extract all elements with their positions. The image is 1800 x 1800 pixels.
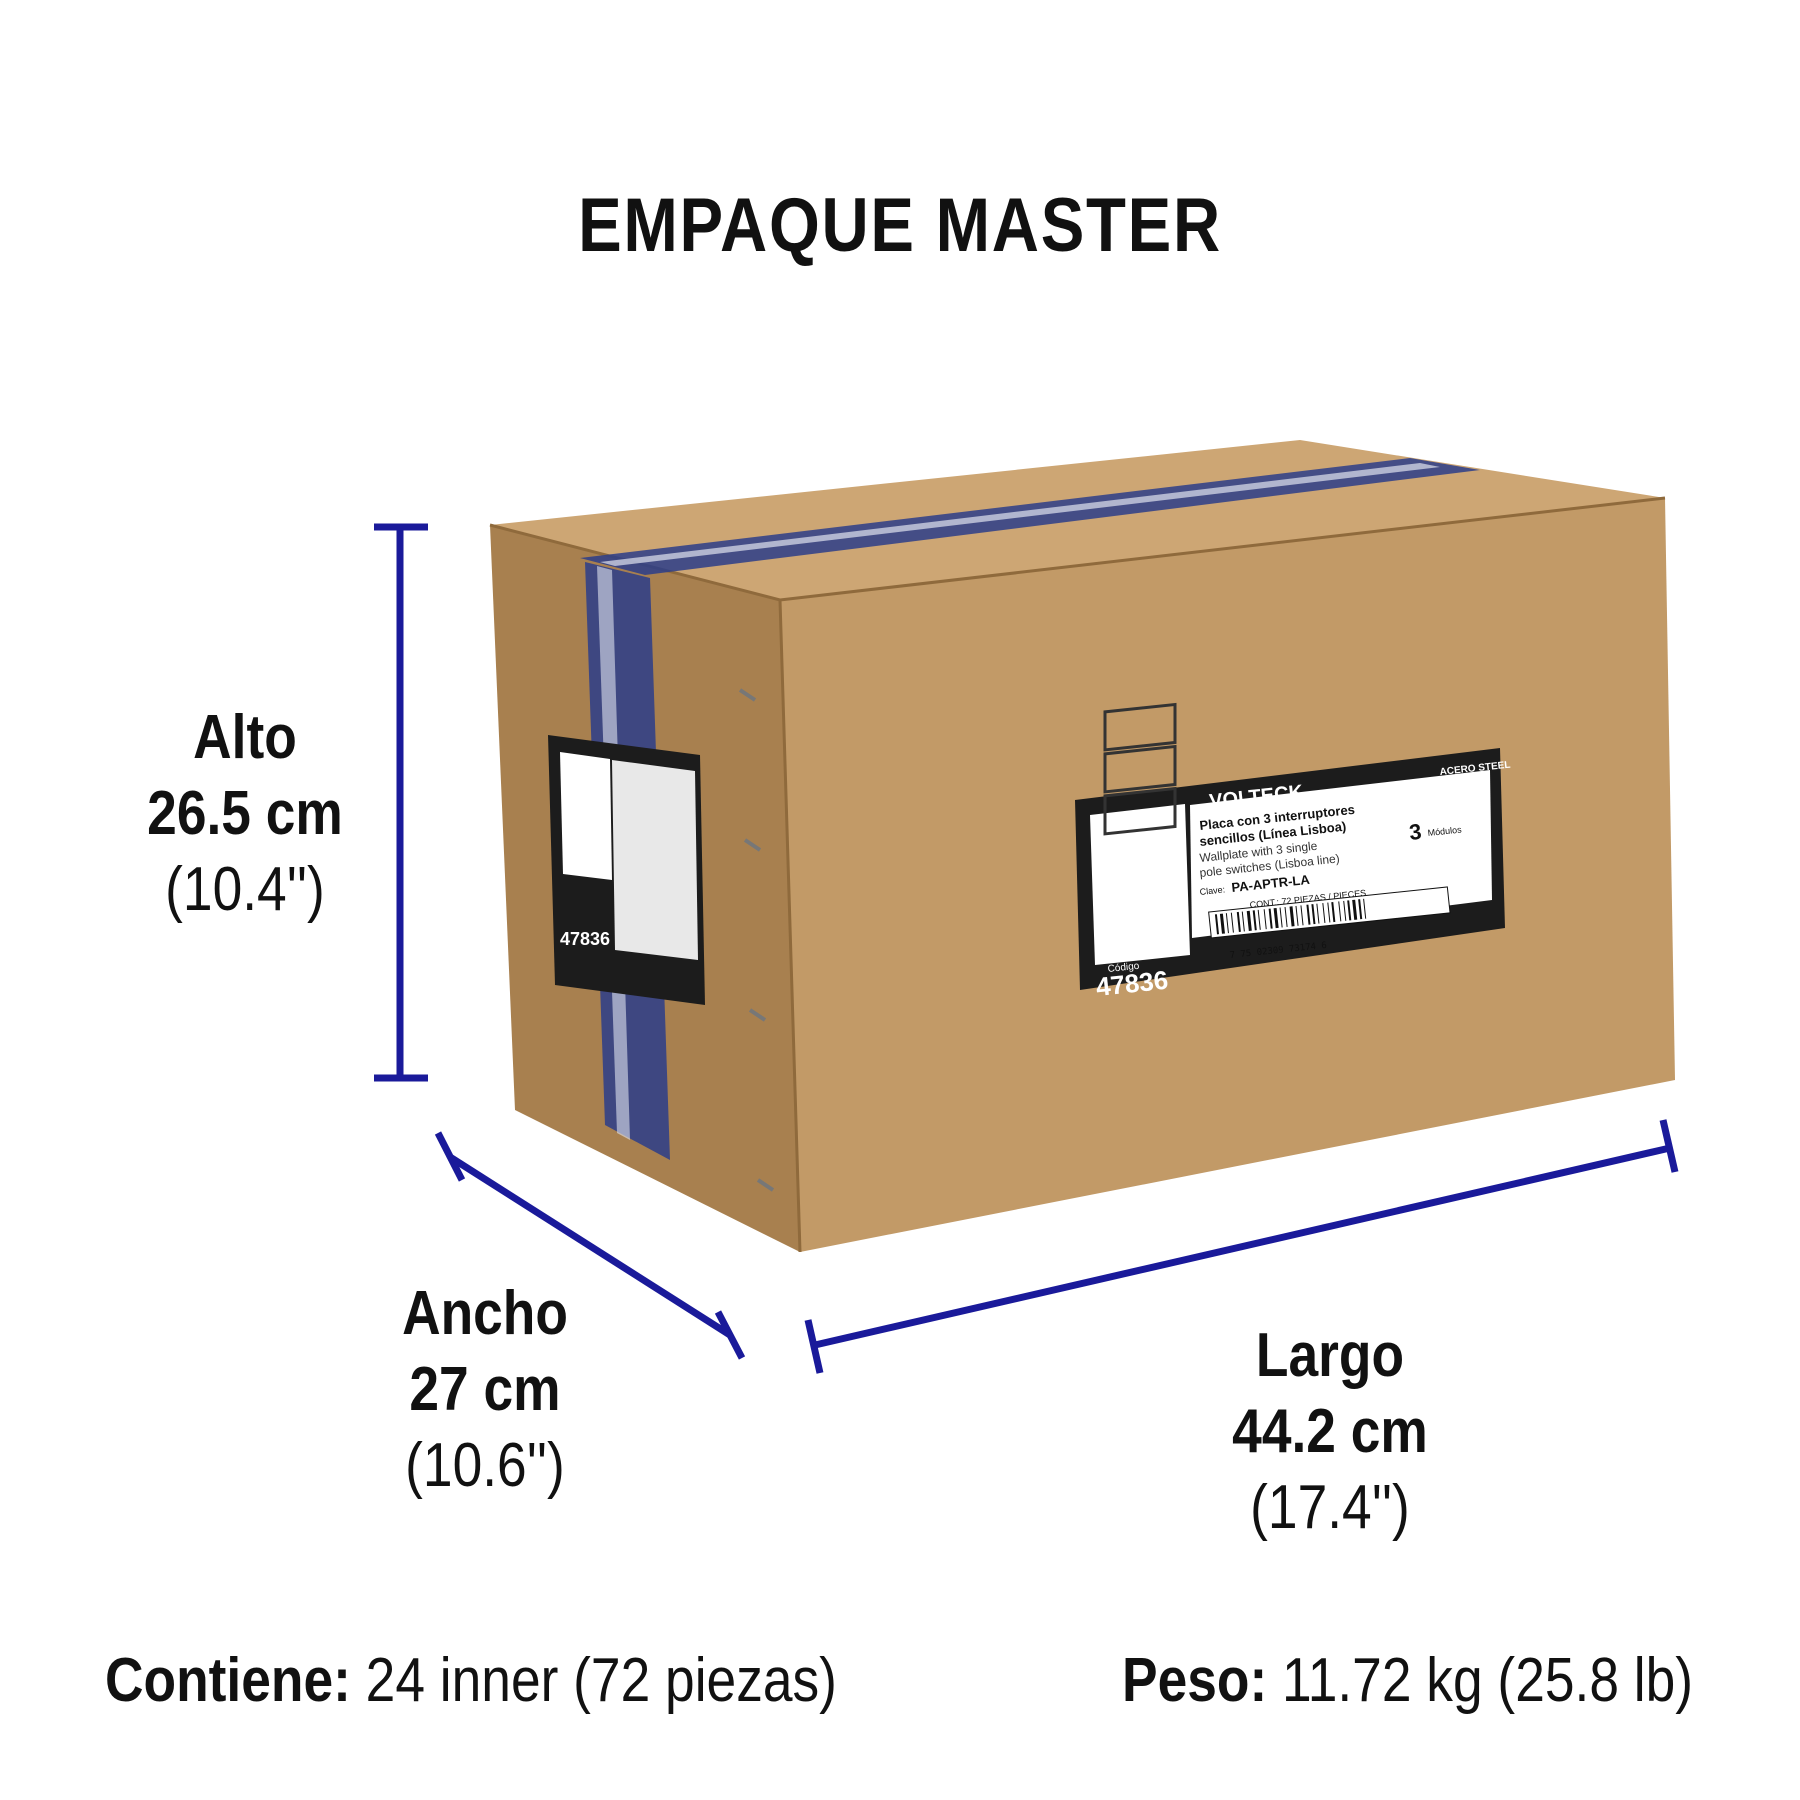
dimension-alto: Alto 26.5 cm (10.4''): [129, 700, 361, 928]
contiene-value: 24 inner (72 piezas): [350, 1646, 837, 1715]
largo-metric: 44.2 cm: [1232, 1397, 1428, 1466]
staples: [738, 688, 775, 1192]
alto-imperial: (10.4''): [165, 855, 325, 924]
peso-label: Peso:: [1122, 1646, 1268, 1715]
dimension-line-ancho: [434, 1131, 746, 1360]
dimension-largo: Largo 44.2 cm (17.4''): [1205, 1318, 1454, 1546]
svg-text:3: 3: [1408, 819, 1423, 845]
dimension-line-alto: [374, 523, 428, 1082]
contiene-label: Contiene:: [105, 1646, 351, 1715]
svg-text:Módulos: Módulos: [1427, 824, 1462, 838]
svg-text:Código: Código: [1107, 961, 1140, 975]
weight-info: Peso: 11.72 kg (25.8 lb): [1122, 1645, 1693, 1716]
contents-info: Contiene: 24 inner (72 piezas): [105, 1645, 837, 1716]
largo-imperial: (17.4''): [1250, 1473, 1410, 1542]
alto-metric: 26.5 cm: [147, 779, 343, 848]
ancho-metric: 27 cm: [409, 1355, 561, 1424]
ancho-label: Ancho: [402, 1279, 568, 1348]
side-label: 47836: [548, 735, 705, 1005]
label-barcode: [1208, 886, 1451, 939]
peso-value: 11.72 kg (25.8 lb): [1267, 1646, 1694, 1715]
largo-label: Largo: [1255, 1321, 1405, 1390]
dimension-line-largo: [804, 1119, 1679, 1374]
ancho-imperial: (10.6''): [405, 1431, 565, 1500]
svg-text:Clave:: Clave:: [1199, 884, 1225, 897]
dimension-ancho: Ancho 27 cm (10.6''): [360, 1276, 609, 1504]
page-title: EMPAQUE MASTER: [578, 183, 1222, 268]
svg-text:47836: 47836: [560, 929, 610, 949]
alto-label: Alto: [193, 703, 297, 772]
front-label: VOLTECK ACERO STEEL Placa con 3 interrup…: [1075, 702, 1511, 1002]
label-switch-plate-illustration: [1090, 804, 1190, 965]
